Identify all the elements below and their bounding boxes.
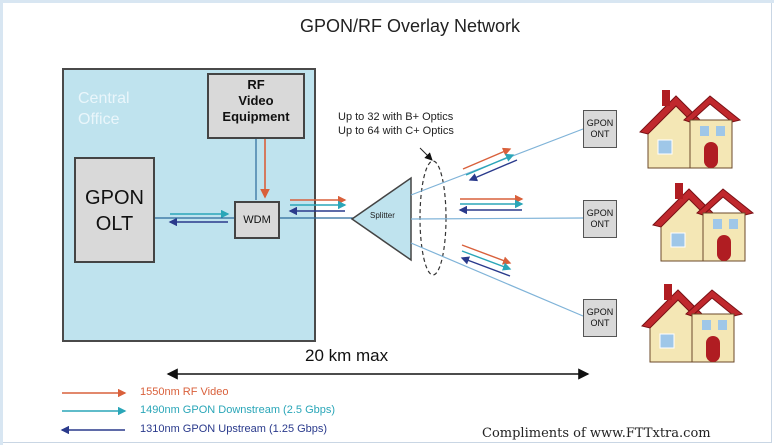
optics-pointer [419, 147, 433, 161]
optics-note-line1: Up to 32 with B+ Optics [338, 111, 454, 123]
frame-top-edge [0, 0, 774, 3]
wdm-box: WDM [234, 201, 280, 239]
frame-left-edge [0, 0, 3, 445]
rf-box-line3: Equipment [222, 109, 290, 124]
diagram-title: GPON/RF Overlay Network [300, 16, 521, 36]
optics-note: Up to 32 with B+ Optics Up to 64 with C+… [338, 110, 454, 138]
credit-text: Compliments of www.FTTxtra.com [482, 426, 711, 441]
bot-down-arrow [461, 250, 512, 271]
splitter-label: Splitter [370, 211, 395, 220]
ont-top-line1: GPON [586, 118, 614, 128]
rf-box-line2: Video [238, 93, 274, 108]
bot-rf-arrow [461, 244, 512, 265]
ont-bottom-line2: ONT [590, 318, 610, 328]
rf-box-line1: RF [247, 77, 265, 92]
ont-top-line2: ONT [590, 129, 610, 139]
gpon-ont-bottom: GPON ONT [583, 299, 617, 337]
fiber-to-ont-middle [410, 217, 584, 220]
olt-line2: OLT [95, 213, 134, 235]
top-down-arrow [465, 153, 515, 176]
house-icon [641, 284, 744, 363]
gpon-olt-box: GPON OLT [74, 157, 155, 263]
central-office-label: Central Office [78, 88, 188, 130]
ont-middle-line2: ONT [590, 219, 610, 229]
central-office-label-line1: Central [78, 90, 130, 107]
legend-label-rf: 1550nm RF Video [140, 386, 229, 398]
gpon-ont-top: GPON ONT [583, 110, 617, 148]
top-up-arrow [468, 159, 518, 182]
legend-label-upstream: 1310nm GPON Upstream (1.25 Gbps) [140, 423, 328, 435]
ont-bottom-line1: GPON [586, 307, 614, 317]
fiber-group-ellipse [419, 160, 447, 276]
house-icon [639, 90, 742, 169]
central-office-label-line2: Office [78, 111, 120, 128]
house-icon [652, 183, 755, 262]
gpon-ont-middle: GPON ONT [583, 200, 617, 238]
olt-line1: GPON [85, 187, 144, 209]
bot-up-arrow [460, 256, 511, 277]
rf-video-equipment-box: RF Video Equipment [207, 73, 305, 139]
top-rf-arrow [462, 147, 512, 170]
legend-label-downstream: 1490nm GPON Downstream (2.5 Gbps) [140, 404, 336, 416]
fiber-to-ont-bottom [410, 242, 584, 317]
optics-note-line2: Up to 64 with C+ Optics [338, 125, 454, 137]
ont-middle-line1: GPON [586, 208, 614, 218]
distance-label: 20 km max [305, 346, 389, 365]
